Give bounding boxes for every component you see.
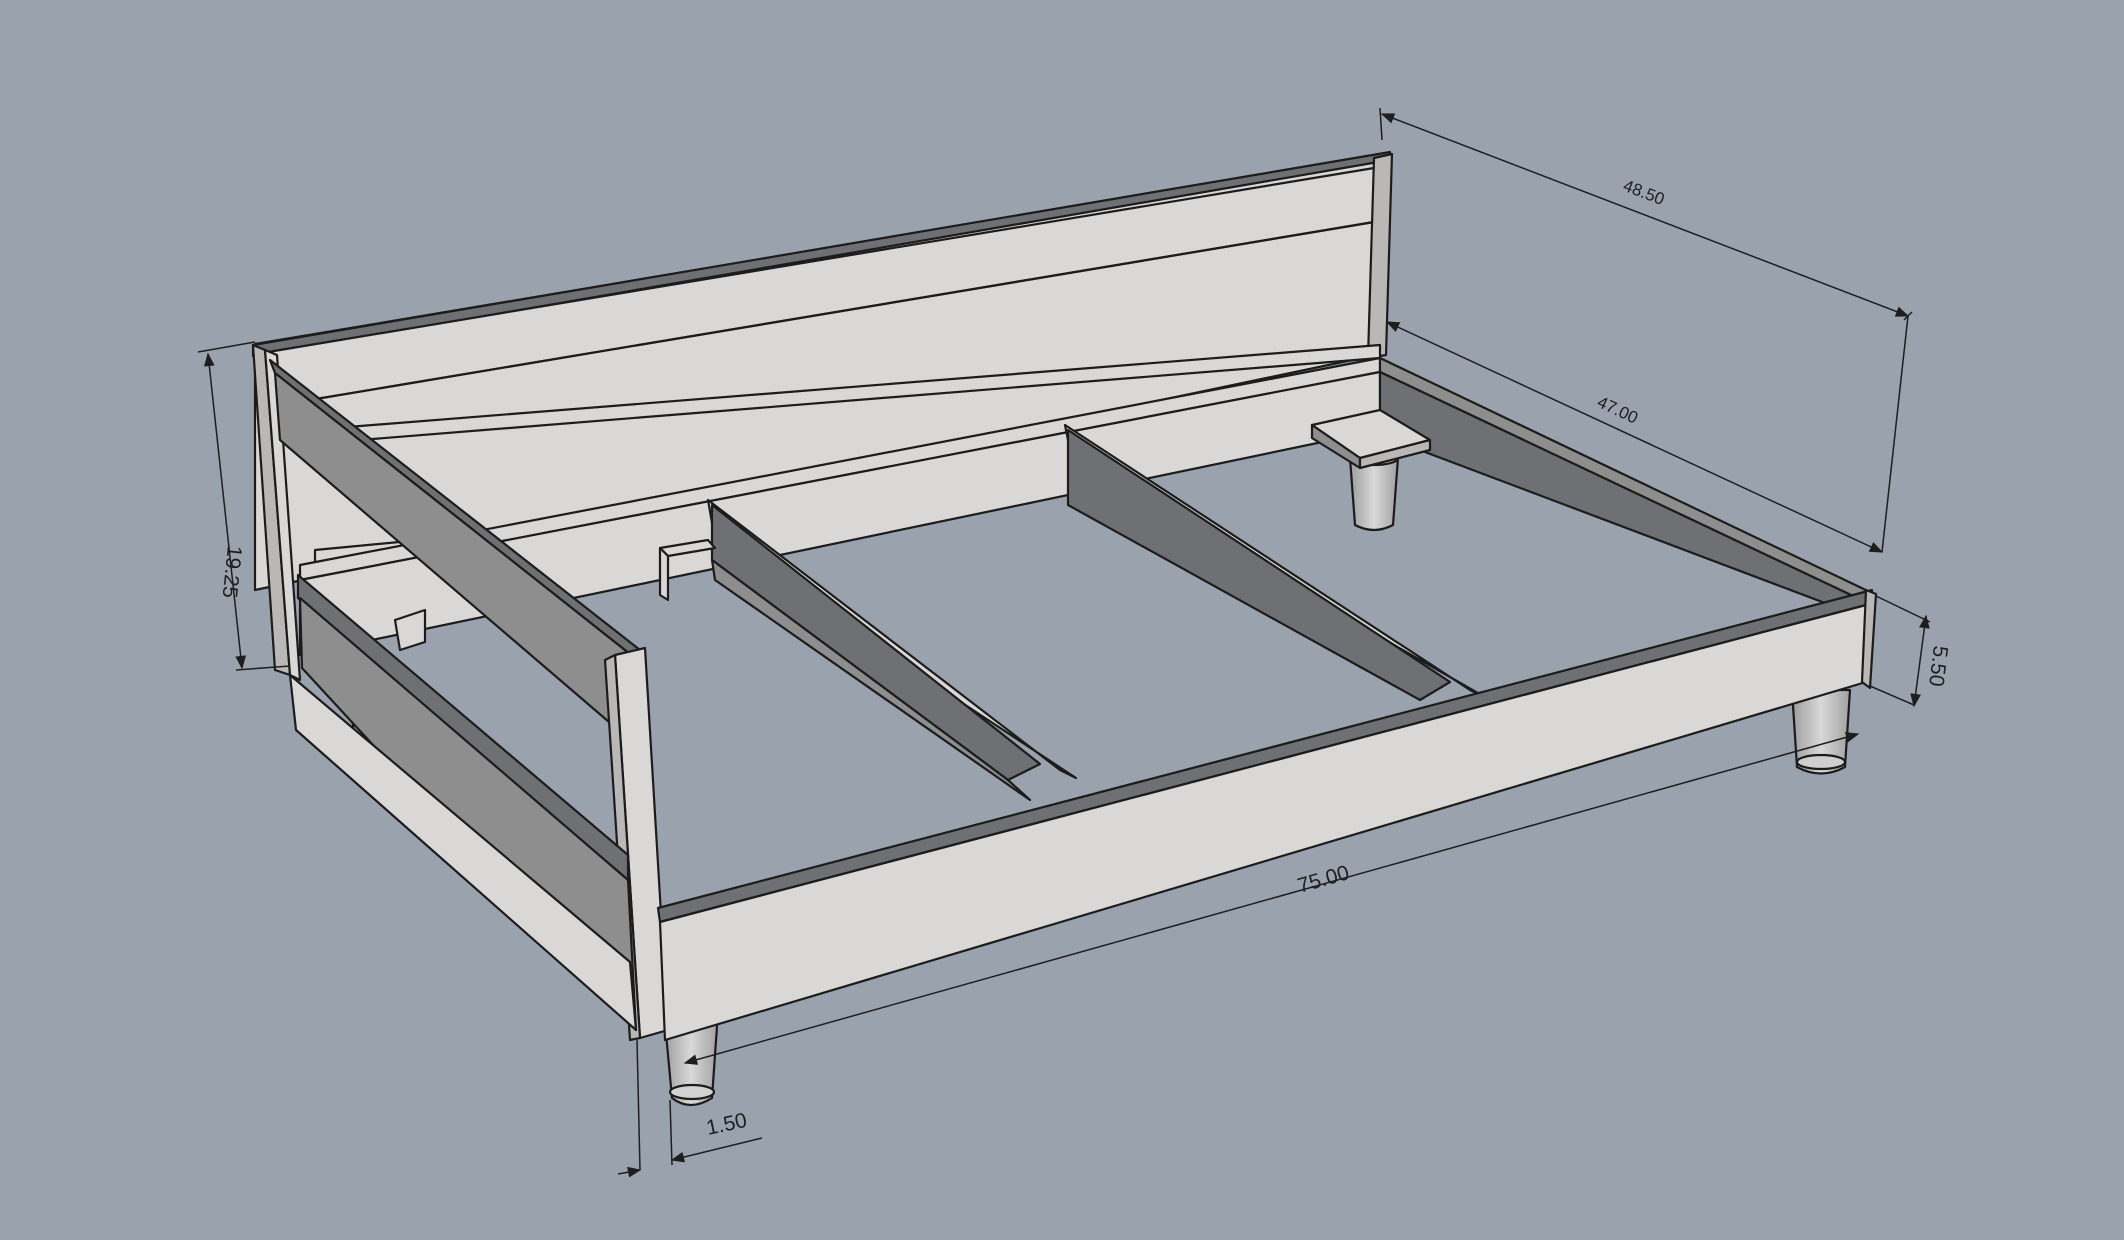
dim-leg-label: 1.50 — [704, 1109, 749, 1140]
support-block-mid — [658, 538, 717, 602]
dim-overall-width-label: 48.50 — [1621, 176, 1668, 209]
dimension-height: 19.25 — [197, 341, 291, 671]
slat-beam-2 — [1063, 423, 1492, 702]
footboard — [251, 343, 670, 1042]
slat-beam-1 — [706, 498, 1078, 802]
dim-height-label: 19.25 — [218, 544, 246, 599]
dimension-rail-height: 5.50 — [1869, 595, 1952, 708]
brace-left — [393, 608, 427, 652]
dim-length-label: 75.00 — [1295, 861, 1352, 898]
dimension-overall-width: 48.50 — [1379, 107, 1913, 321]
headboard — [251, 150, 1394, 592]
rail-far-end — [1378, 356, 1872, 622]
dim-rail-height-label: 5.50 — [1924, 644, 1952, 687]
